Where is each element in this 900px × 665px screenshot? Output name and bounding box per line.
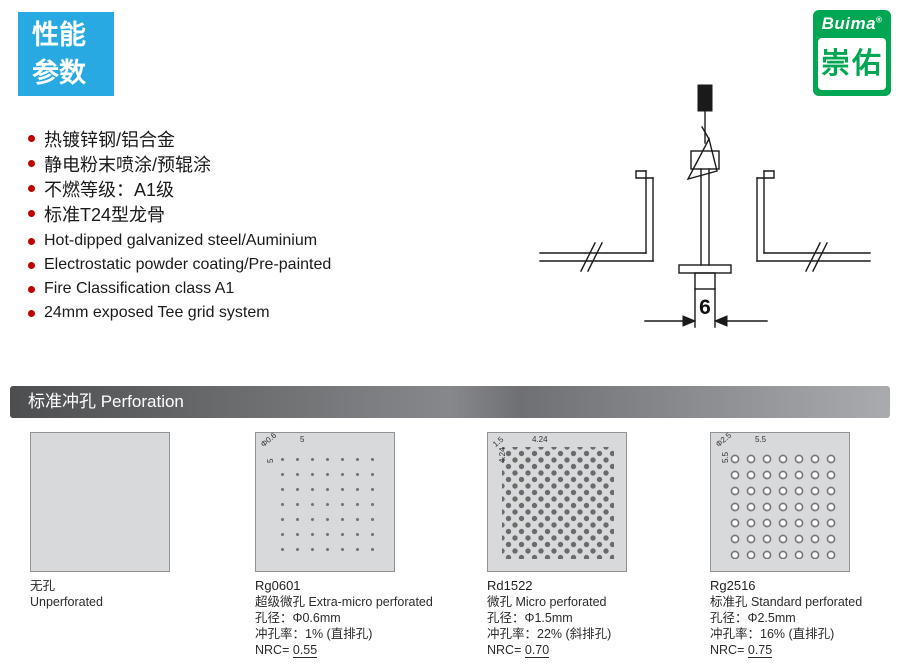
- panel-name-cn: 无孔: [30, 579, 56, 593]
- panel-labels: Rd1522 微孔 Micro perforated 孔径：Φ1.5mm 冲孔率…: [487, 578, 702, 658]
- feature-item-cn: 热镀锌钢/铝合金: [28, 126, 211, 151]
- dot-pattern-dense: [502, 447, 614, 559]
- tee-grid-section-svg: 6: [539, 84, 871, 328]
- buima-logo-wordmark: Buima®: [813, 10, 891, 34]
- hole-diameter-annotation: Φ0.6: [259, 430, 279, 449]
- pitch-annotation-v: 4.24: [498, 447, 507, 463]
- swatch-extra-micro: Φ0.6 5 5: [255, 430, 395, 572]
- bullet-dot-icon: [28, 210, 35, 217]
- panel-nrc: NRC= 0.55: [255, 642, 470, 658]
- feature-item-cn: 静电粉末喷涂/预辊涂: [28, 151, 211, 176]
- bullet-dot-icon: [28, 309, 35, 317]
- perforation-section-banner: 标准冲孔 Perforation: [10, 386, 890, 418]
- panel-name: 标准孔 Standard perforated: [710, 595, 863, 609]
- panel-hole-size: 孔径：Φ1.5mm: [487, 611, 573, 625]
- circle-pattern: [725, 449, 837, 559]
- perforation-panel-rg2516: Φ2.5 5.5 5.5 Rg2516 标准孔 Standard perfora…: [710, 430, 900, 658]
- panel-name: 超级微孔 Extra-micro perforated: [255, 595, 433, 609]
- feature-text: 24mm exposed Tee grid system: [44, 304, 270, 321]
- panel-name: 微孔 Micro perforated: [487, 595, 607, 609]
- dimension-label: 6: [699, 296, 711, 319]
- panel-perforation-rate: 冲孔率：22% (斜排孔): [487, 627, 612, 641]
- bullet-dot-icon: [28, 160, 35, 167]
- bullet-dot-icon: [28, 237, 35, 245]
- features-list-cn: 热镀锌钢/铝合金 静电粉末喷涂/预辊涂 不燃等级：A1级 标准T24型龙骨: [28, 126, 211, 226]
- swatch-standard: Φ2.5 5.5 5.5: [710, 430, 850, 572]
- nrc-value: 0.75: [747, 643, 773, 658]
- perforation-panel-rg0601: Φ0.6 5 5 Rg0601 超级微孔 Extra-micro perfora…: [255, 430, 470, 658]
- panel-perforation-rate: 冲孔率：1% (直排孔): [255, 627, 373, 641]
- perforation-panel-unperforated: 无孔 Unperforated: [30, 432, 245, 610]
- badge-line-1: 性能: [32, 20, 86, 50]
- feature-item-cn: 不燃等级：A1级: [28, 176, 211, 201]
- feature-text: Fire Classification class A1: [44, 280, 235, 297]
- swatch-micro: 1.5 4.24 4.24: [487, 432, 627, 572]
- pitch-annotation-h: 4.24: [532, 435, 548, 444]
- panel-nrc: NRC= 0.75: [710, 642, 900, 658]
- panel-labels: 无孔 Unperforated: [30, 578, 245, 610]
- feature-text: 不燃等级：A1级: [44, 179, 175, 200]
- panel-nrc: NRC= 0.70: [487, 642, 702, 658]
- perforation-panel-rd1522: 1.5 4.24 4.24 Rd1522 微孔 Micro perforated…: [487, 432, 702, 658]
- registered-mark: ®: [876, 15, 883, 25]
- bullet-dot-icon: [28, 185, 35, 192]
- buima-brand-text: Buima: [821, 14, 877, 33]
- panel-name-en: Unperforated: [30, 595, 103, 609]
- features-list-en: Hot-dipped galvanized steel/Auminium Ele…: [28, 229, 331, 325]
- feature-item-en: Hot-dipped galvanized steel/Auminium: [28, 229, 331, 253]
- feature-text: 热镀锌钢/铝合金: [44, 129, 176, 150]
- feature-text: Electrostatic powder coating/Pre-painted: [44, 256, 332, 273]
- panel-hole-size: 孔径：Φ2.5mm: [710, 611, 796, 625]
- feature-item-cn: 标准T24型龙骨: [28, 201, 211, 226]
- panel-code: Rg0601: [255, 578, 301, 593]
- pitch-annotation-h: 5: [300, 435, 305, 444]
- buima-logo-chinese: 崇佑: [818, 38, 886, 90]
- feature-item-en: 24mm exposed Tee grid system: [28, 301, 331, 325]
- pitch-annotation-h: 5.5: [755, 435, 767, 444]
- panel-code: Rd1522: [487, 578, 533, 593]
- dot-pattern-small: [272, 449, 382, 559]
- panel-labels: Rg0601 超级微孔 Extra-micro perforated 孔径：Φ0…: [255, 578, 470, 658]
- panel-labels: Rg2516 标准孔 Standard perforated 孔径：Φ2.5mm…: [710, 578, 900, 658]
- panel-hole-size: 孔径：Φ0.6mm: [255, 611, 341, 625]
- nrc-label: NRC=: [710, 643, 745, 657]
- buima-logo: Buima® 崇佑: [813, 10, 891, 96]
- pitch-annotation-v: 5: [266, 458, 275, 463]
- pitch-annotation-v: 5.5: [721, 451, 730, 463]
- nrc-value: 0.70: [524, 643, 550, 658]
- panel-perforation-rate: 冲孔率：16% (直排孔): [710, 627, 835, 641]
- hole-diameter-annotation: Φ2.5: [714, 430, 734, 449]
- feature-text: Hot-dipped galvanized steel/Auminium: [44, 232, 318, 249]
- nrc-value: 0.55: [292, 643, 318, 658]
- badge-line-2: 参数: [32, 58, 86, 88]
- banner-title: 标准冲孔 Perforation: [28, 392, 184, 411]
- tee-grid-section-drawing: 6: [485, 76, 895, 356]
- feature-item-en: Fire Classification class A1: [28, 277, 331, 301]
- bullet-dot-icon: [28, 261, 35, 269]
- panel-code: Rg2516: [710, 578, 756, 593]
- bullet-dot-icon: [28, 135, 35, 142]
- feature-text: 标准T24型龙骨: [44, 204, 166, 225]
- swatch-unperforated: [30, 432, 170, 572]
- nrc-label: NRC=: [487, 643, 522, 657]
- feature-text: 静电粉末喷涂/预辊涂: [44, 154, 212, 175]
- bullet-dot-icon: [28, 285, 35, 293]
- feature-item-en: Electrostatic powder coating/Pre-painted: [28, 253, 331, 277]
- nrc-label: NRC=: [255, 643, 290, 657]
- performance-parameters-badge: 性能 参数: [18, 12, 114, 96]
